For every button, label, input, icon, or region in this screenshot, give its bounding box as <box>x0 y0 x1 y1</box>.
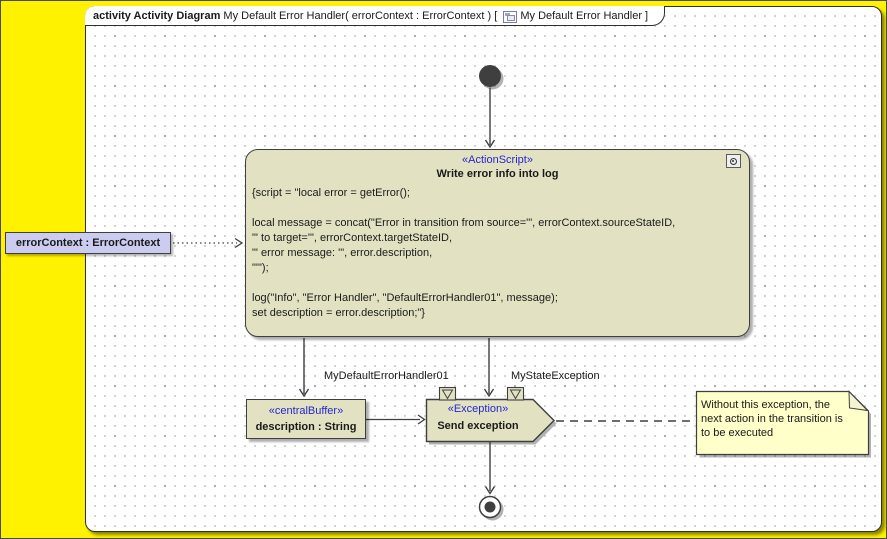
note-node[interactable] <box>695 390 872 458</box>
script-line: "' error message: '", error.description, <box>252 247 433 259</box>
diagram-icon <box>503 10 518 23</box>
triangle-down-icon <box>509 389 522 400</box>
frame-header-close-bracket: ] <box>642 9 649 22</box>
script-line: "'"); <box>252 262 269 274</box>
note-line: to be executed <box>701 427 774 439</box>
pin-label-default-error-handler[interactable]: MyDefaultErrorHandler01 <box>324 370 449 382</box>
send-exception-label: «Exception» Send exception <box>427 402 529 434</box>
frame-header-diagram-name: My Default Error Handler <box>520 9 642 22</box>
script-line <box>252 276 749 291</box>
frame-header-keyword: activity Activity Diagram <box>93 9 221 22</box>
note-fold-icon <box>848 390 869 412</box>
pin-default-error-handler[interactable] <box>438 386 457 401</box>
script-line: set description = error.description;"} <box>252 307 425 319</box>
pin-state-exception[interactable] <box>506 386 525 401</box>
frame-header[interactable]: activity Activity Diagram My Default Err… <box>85 6 666 26</box>
actionscript-node[interactable]: «ActionScript» Write error info into log… <box>245 149 750 337</box>
note-line: next action in the transition is <box>701 413 843 425</box>
note-text: Without this exception, the next action … <box>701 398 863 440</box>
note-line: Without this exception, the <box>701 399 831 411</box>
edge-centralbuffer-to-exception[interactable] <box>366 414 426 425</box>
behavior-icon <box>726 154 741 168</box>
activity-parameter-node[interactable]: errorContext : ErrorContext <box>5 232 171 254</box>
edge-exception-to-final[interactable] <box>484 442 496 495</box>
exception-stereotype: «Exception» <box>447 403 509 415</box>
exception-title: Send exception <box>437 420 519 432</box>
edge-action-to-centralbuffer[interactable] <box>298 338 310 398</box>
script-line <box>252 201 749 216</box>
frame-header-name: My Default Error Handler( errorContext :… <box>220 9 501 22</box>
actionscript-stereotype: «ActionScript» <box>462 154 533 166</box>
centralbuffer-stereotype: «centralBuffer» <box>268 405 344 417</box>
centralbuffer-title: description : String <box>255 421 357 433</box>
script-line: local message = concat("Error in transit… <box>252 217 676 229</box>
pin-label-state-exception[interactable]: MyStateException <box>511 370 600 382</box>
activity-final-node[interactable] <box>478 495 504 521</box>
edge-param-to-action[interactable] <box>173 237 244 249</box>
centralbuffer-node[interactable]: «centralBuffer» description : String <box>246 399 366 439</box>
send-exception-node[interactable] <box>425 398 557 445</box>
edge-action-to-exception[interactable] <box>483 338 495 398</box>
script-line: {script = "local error = getError(); <box>252 187 410 199</box>
script-line: log("Info", "Error Handler", "DefaultErr… <box>252 292 558 304</box>
initial-node[interactable] <box>479 65 504 90</box>
actionscript-body: {script = "local error = getError(); loc… <box>252 186 749 321</box>
actionscript-title: Write error info into log <box>436 168 559 180</box>
triangle-down-icon <box>441 389 454 400</box>
edge-initial-to-action[interactable] <box>484 87 496 149</box>
script-line: "' to target='", errorContext.targetStat… <box>252 232 453 244</box>
